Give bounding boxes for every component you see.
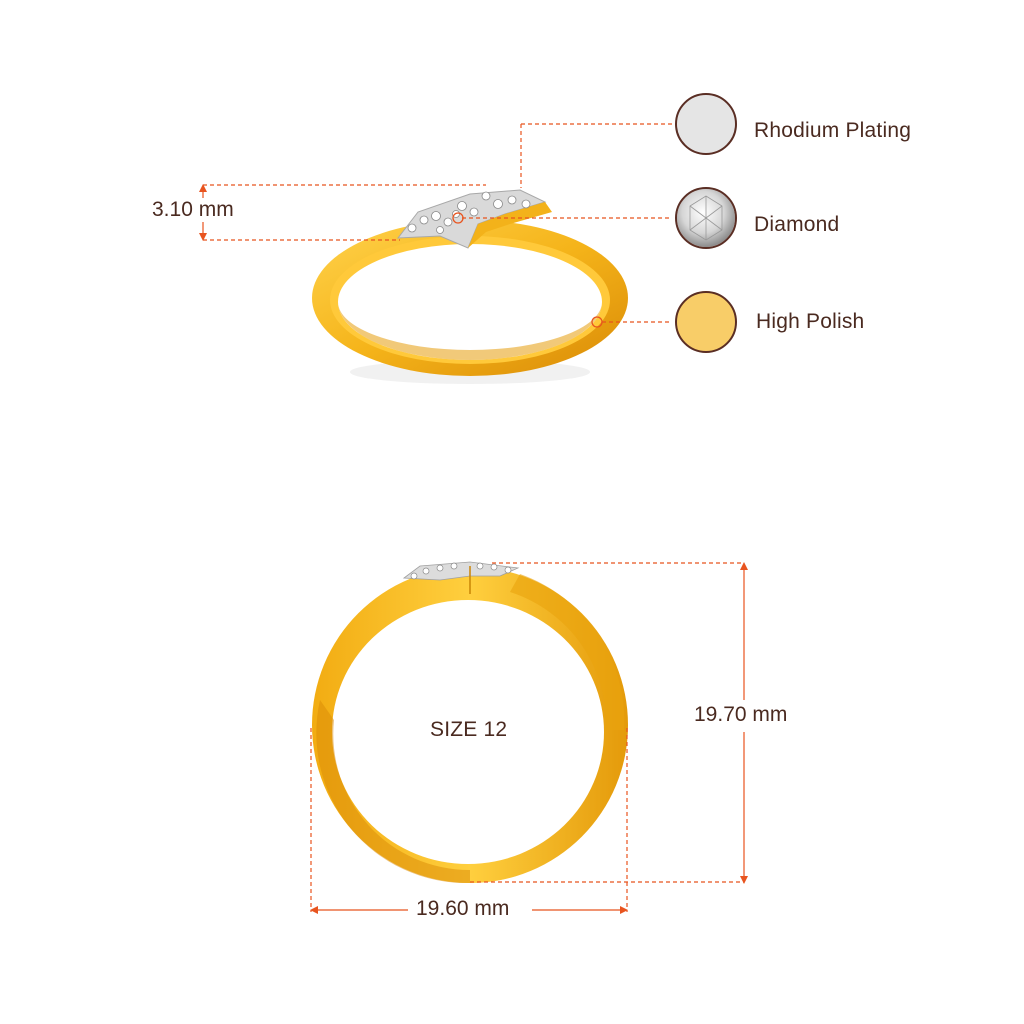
ring-height-label: 19.70 mm [694, 703, 788, 727]
polish-swatch-icon [675, 291, 737, 353]
ring-diamonds [407, 191, 531, 234]
polish-marker [591, 316, 603, 328]
diamond-label: Diamond [754, 213, 840, 236]
ring-front-shadow-edge [316, 700, 470, 884]
top-dimension-lines [203, 123, 672, 323]
diamond-swatch-icon [675, 187, 737, 249]
ring-height-arrow-down [740, 876, 748, 884]
ring-width-arrow-left [310, 906, 318, 914]
rhodium-plating-label: Rhodium Plating [754, 119, 912, 142]
ring-front-hole [332, 600, 604, 864]
ring-height-dimension [740, 562, 748, 884]
ring-size-label: SIZE 12 [430, 718, 508, 741]
ring-front-right-facet [510, 574, 625, 730]
ring-inner-band [338, 302, 602, 360]
ring-front-view [312, 561, 628, 884]
rhodium-swatch-icon [675, 93, 737, 155]
head-height-arrow-up [199, 184, 207, 192]
front-dimension-lines [310, 562, 744, 912]
ring-perspective-view [312, 189, 628, 384]
head-height-label: 3.10 mm [152, 198, 234, 222]
ring-width-dimension [310, 906, 628, 914]
head-height-arrow-down [199, 233, 207, 241]
ring-hole [338, 244, 602, 360]
high-polish-label: High Polish [756, 310, 865, 333]
ring-height-arrow-up [740, 562, 748, 570]
diamond-marker [452, 212, 464, 224]
ring-width-label: 19.60 mm [416, 897, 510, 921]
ring-width-arrow-right [620, 906, 628, 914]
ring-front-diamonds [410, 562, 512, 580]
ring-v-shoulder [468, 202, 552, 248]
